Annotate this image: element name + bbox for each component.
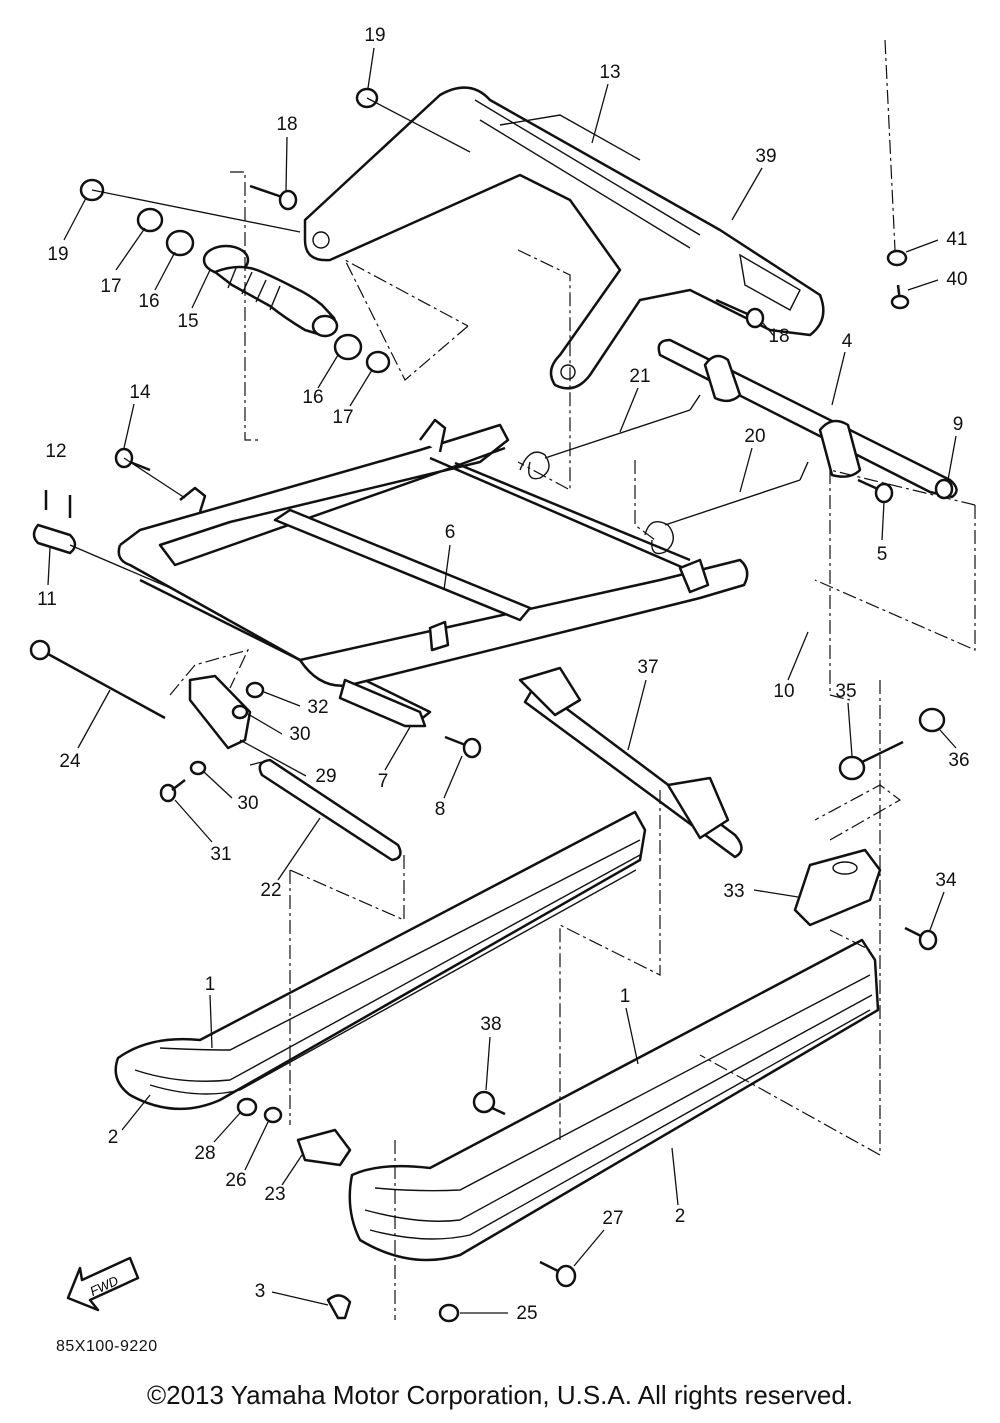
callout-5: 5 (877, 544, 888, 565)
callout-4: 4 (842, 331, 853, 352)
callout-19: 19 (364, 25, 385, 46)
callout-36: 36 (948, 750, 969, 771)
callout-6: 6 (445, 522, 456, 543)
frame-6 (117, 418, 749, 722)
shaft-7 (338, 678, 427, 728)
nut-36 (918, 707, 946, 733)
pivot-shaft-4 (657, 338, 958, 500)
callout-1: 1 (205, 974, 216, 995)
callout-3: 3 (255, 1281, 266, 1302)
slider-clip-23 (296, 1128, 352, 1167)
washer-30 (231, 704, 249, 720)
callout-16b: 16 (302, 387, 323, 408)
slide-rail-1 (114, 810, 647, 1111)
guide-lines (69, 39, 976, 1320)
callout-25: 25 (516, 1303, 537, 1324)
callout-2: 2 (108, 1127, 119, 1148)
callout-30: 30 (289, 724, 310, 745)
callout-13: 13 (599, 62, 620, 83)
callout-40: 40 (946, 269, 967, 290)
callout-27: 27 (602, 1208, 623, 1229)
bolt-38 (472, 1090, 506, 1116)
nut-32 (245, 681, 265, 699)
callout-1b: 1 (620, 986, 631, 1007)
nut-41 (886, 249, 908, 267)
bolt-40 (890, 284, 910, 310)
callout-33: 33 (723, 881, 744, 902)
pins-12 (44, 490, 72, 518)
callout-37: 37 (637, 657, 658, 678)
callout-23: 23 (264, 1184, 285, 1205)
plate-33 (793, 848, 882, 927)
bushing-16 (165, 229, 195, 257)
callout-17b: 17 (332, 407, 353, 428)
callout-18b: 18 (768, 326, 789, 347)
callout-31: 31 (210, 844, 231, 865)
callout-35: 35 (835, 681, 856, 702)
callout-10: 10 (773, 681, 794, 702)
callout-20: 20 (744, 426, 765, 447)
bolt-14 (114, 447, 151, 472)
bolt-8 (444, 735, 482, 759)
bolt-18-right (715, 298, 765, 329)
washer-30-lower (189, 760, 207, 776)
rod-22 (258, 758, 402, 862)
callout-labels: 1 1 2 2 3 4 5 6 7 8 9 10 11 12 13 14 15 … (37, 25, 969, 1324)
callout-39: 39 (755, 146, 776, 167)
bolt-35 (838, 740, 904, 781)
nut-28 (236, 1097, 258, 1117)
bolt-34 (904, 926, 938, 951)
bolt-5 (857, 478, 894, 504)
callout-34: 34 (935, 870, 957, 891)
callout-12: 12 (45, 441, 66, 462)
callout-16: 16 (138, 291, 159, 312)
callout-8: 8 (435, 799, 446, 820)
bolt-24 (29, 639, 166, 720)
shaft-37 (518, 666, 743, 859)
collar-17-lower (365, 350, 391, 374)
collar-26 (263, 1106, 283, 1124)
bolt-27 (539, 1260, 577, 1288)
callout-38: 38 (480, 1014, 501, 1035)
screw-3 (326, 1294, 352, 1320)
diagram-code: 85X100-9220 (56, 1338, 158, 1355)
callout-32: 32 (307, 697, 328, 718)
callout-18: 18 (276, 114, 297, 135)
callout-17: 17 (100, 276, 121, 297)
copyright-notice: ©2013 Yamaha Motor Corporation, U.S.A. A… (146, 1380, 854, 1410)
callout-19b: 19 (47, 244, 68, 265)
spring-20 (644, 461, 809, 555)
arm-29 (188, 674, 252, 750)
callout-21: 21 (629, 366, 650, 387)
bolt-18 (249, 184, 298, 211)
collar-11 (32, 523, 77, 555)
callout-2b: 2 (675, 1206, 686, 1227)
callout-22: 22 (260, 880, 281, 901)
bushing-16-lower (333, 333, 363, 361)
collar-17 (136, 207, 164, 233)
callout-28: 28 (194, 1143, 215, 1164)
callout-9: 9 (953, 414, 964, 435)
nut-25 (438, 1303, 460, 1323)
spring-21 (519, 394, 701, 480)
upper-arm-13 (303, 86, 825, 390)
callout-29: 29 (315, 766, 336, 787)
callout-26: 26 (225, 1170, 246, 1191)
callout-15: 15 (177, 311, 198, 332)
fwd-arrow: FWD (66, 1256, 140, 1312)
callout-24: 24 (59, 751, 81, 772)
callout-14: 14 (129, 382, 151, 403)
callout-7: 7 (378, 771, 389, 792)
callout-41: 41 (946, 229, 967, 250)
bolt-31 (159, 779, 186, 803)
callout-30b: 30 (237, 793, 258, 814)
callout-11: 11 (37, 589, 57, 610)
